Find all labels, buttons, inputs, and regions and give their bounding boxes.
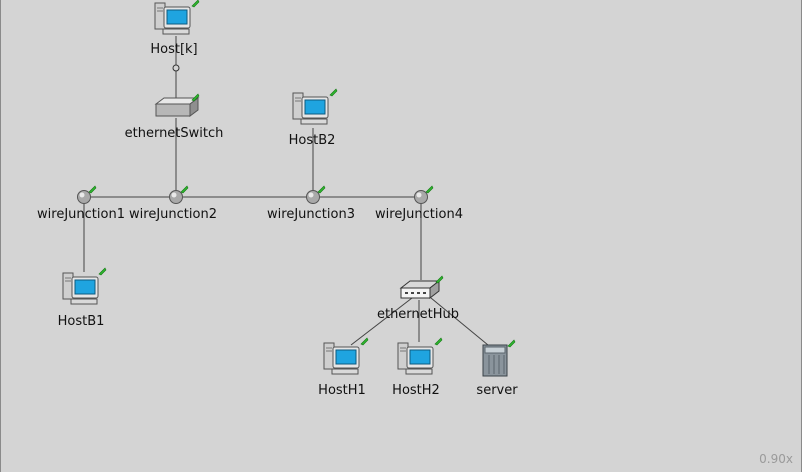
server-label: server bbox=[476, 383, 518, 398]
wire-junction-icon bbox=[414, 190, 428, 204]
link-hub-hosth1 bbox=[350, 297, 413, 346]
host-b1-label: HostB1 bbox=[57, 314, 105, 329]
host-h2-node[interactable] bbox=[396, 337, 444, 376]
computer-icon bbox=[292, 92, 329, 125]
host-h1-label: HostH1 bbox=[318, 383, 366, 398]
status-flag-icon bbox=[317, 185, 326, 194]
status-flag-icon bbox=[191, 93, 200, 102]
status-flag-icon bbox=[88, 185, 97, 194]
status-flag-icon bbox=[329, 88, 338, 97]
computer-icon bbox=[397, 342, 434, 375]
computer-icon bbox=[154, 2, 191, 35]
wire-junction-3-label: wireJunction3 bbox=[267, 207, 355, 222]
host-k-label: Host[k] bbox=[150, 42, 198, 57]
wire-junction-2-label: wireJunction2 bbox=[129, 207, 217, 222]
host-h1-node[interactable] bbox=[322, 337, 370, 376]
wire-junction-icon bbox=[169, 190, 183, 204]
status-flag-icon bbox=[191, 0, 200, 8]
wire-junction-4-label: wireJunction4 bbox=[375, 207, 463, 222]
computer-icon bbox=[323, 342, 360, 375]
ethernet-hub-node[interactable] bbox=[398, 275, 444, 304]
host-h2-label: HostH2 bbox=[392, 383, 440, 398]
status-flag-icon bbox=[360, 337, 369, 346]
ethernet-switch-icon bbox=[154, 97, 200, 117]
wire-junction-icon bbox=[77, 190, 91, 204]
status-flag-icon bbox=[435, 275, 444, 284]
wire-junction-2-node[interactable] bbox=[168, 185, 189, 205]
server-node[interactable] bbox=[481, 339, 516, 378]
ethernet-hub-icon bbox=[399, 279, 441, 300]
wire-junction-icon bbox=[306, 190, 320, 204]
ethernet-switch-label: ethernetSwitch bbox=[124, 126, 224, 141]
status-flag-icon bbox=[98, 267, 107, 276]
status-flag-icon bbox=[507, 339, 516, 348]
ethernet-switch-node[interactable] bbox=[154, 93, 200, 120]
wire-junction-4-node[interactable] bbox=[413, 185, 434, 205]
status-flag-icon bbox=[180, 185, 189, 194]
host-b1-node[interactable] bbox=[61, 267, 109, 306]
link-hub-server bbox=[430, 297, 489, 346]
status-flag-icon bbox=[434, 337, 443, 346]
ethernet-hub-label: ethernetHub bbox=[376, 307, 460, 322]
host-b2-label: HostB2 bbox=[288, 133, 336, 148]
server-icon bbox=[482, 344, 508, 377]
wire-junction-1-label: wireJunction1 bbox=[37, 207, 125, 222]
wire-junction-3-node[interactable] bbox=[305, 185, 326, 205]
zoom-level-indicator: 0.90x bbox=[759, 452, 793, 466]
host-k-node[interactable] bbox=[153, 0, 201, 36]
gate-connector bbox=[172, 64, 180, 72]
computer-icon bbox=[62, 272, 99, 305]
wire-junction-1-node[interactable] bbox=[76, 185, 97, 205]
host-b2-node[interactable] bbox=[291, 88, 339, 126]
status-flag-icon bbox=[425, 185, 434, 194]
